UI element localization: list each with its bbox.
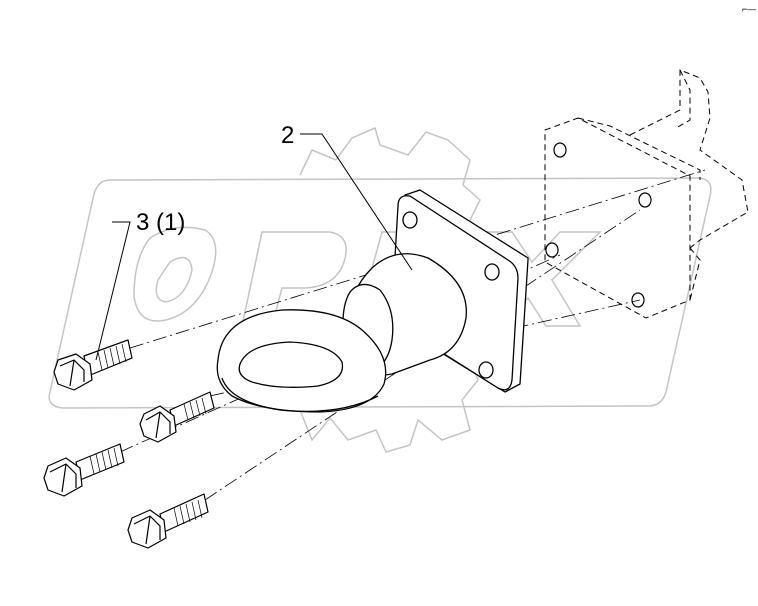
bolt-2 — [139, 391, 215, 443]
frame-hole-bottom-right — [631, 292, 645, 308]
frame-hole-top-right — [638, 192, 652, 208]
frame-hole-top-left — [553, 142, 567, 158]
bolt-4-head-face — [133, 515, 161, 545]
bolt-3-head — [43, 457, 83, 497]
bolt-1-head — [53, 353, 93, 391]
watermark-letter-p — [241, 231, 347, 327]
leader-part-3 — [95, 221, 131, 361]
watermark-logo-frame — [48, 177, 712, 409]
leader-part-2 — [300, 133, 413, 271]
bolt-4-head — [127, 509, 167, 549]
frame-hole-bottom-left — [545, 242, 559, 258]
watermark-gear — [299, 126, 481, 453]
callout-part-3: 3 (1) — [136, 209, 185, 236]
frame-beam-lower — [689, 247, 701, 301]
eye-ring-edge — [221, 377, 379, 412]
bolt-4-thread — [173, 499, 203, 527]
bolt-1-thread — [97, 343, 127, 371]
flange-hole-bottom-right — [478, 361, 494, 379]
callout-part-2: 2 — [281, 122, 294, 149]
bolt-3 — [43, 443, 125, 497]
watermark-letter-o — [133, 226, 217, 322]
frame-holes — [545, 142, 652, 308]
eye-ring-hole — [238, 341, 344, 388]
frame-plate — [544, 117, 691, 319]
callout-leaders — [95, 133, 413, 361]
bolt-3-thread — [89, 447, 119, 475]
watermark-letter-o-inner — [155, 256, 193, 303]
centerline-bolt-4 — [204, 209, 641, 501]
frame-beam-inner — [675, 69, 691, 129]
frame-bracket — [544, 69, 749, 319]
bolt-1 — [53, 339, 133, 391]
corner-mark: ⌐— — [742, 4, 756, 14]
bolt-2-head-face — [145, 411, 171, 439]
bolt-4 — [127, 493, 209, 549]
bolt-2-thread — [183, 397, 207, 421]
frame-beam — [629, 69, 749, 249]
frame-plate-edge — [577, 117, 701, 180]
flange-hole-top-right — [484, 263, 500, 281]
flange-hole-top-left — [402, 211, 418, 229]
towing-eye — [216, 189, 529, 413]
bolt-3-head-face — [49, 463, 77, 493]
bolt-1-head-face — [59, 359, 85, 387]
